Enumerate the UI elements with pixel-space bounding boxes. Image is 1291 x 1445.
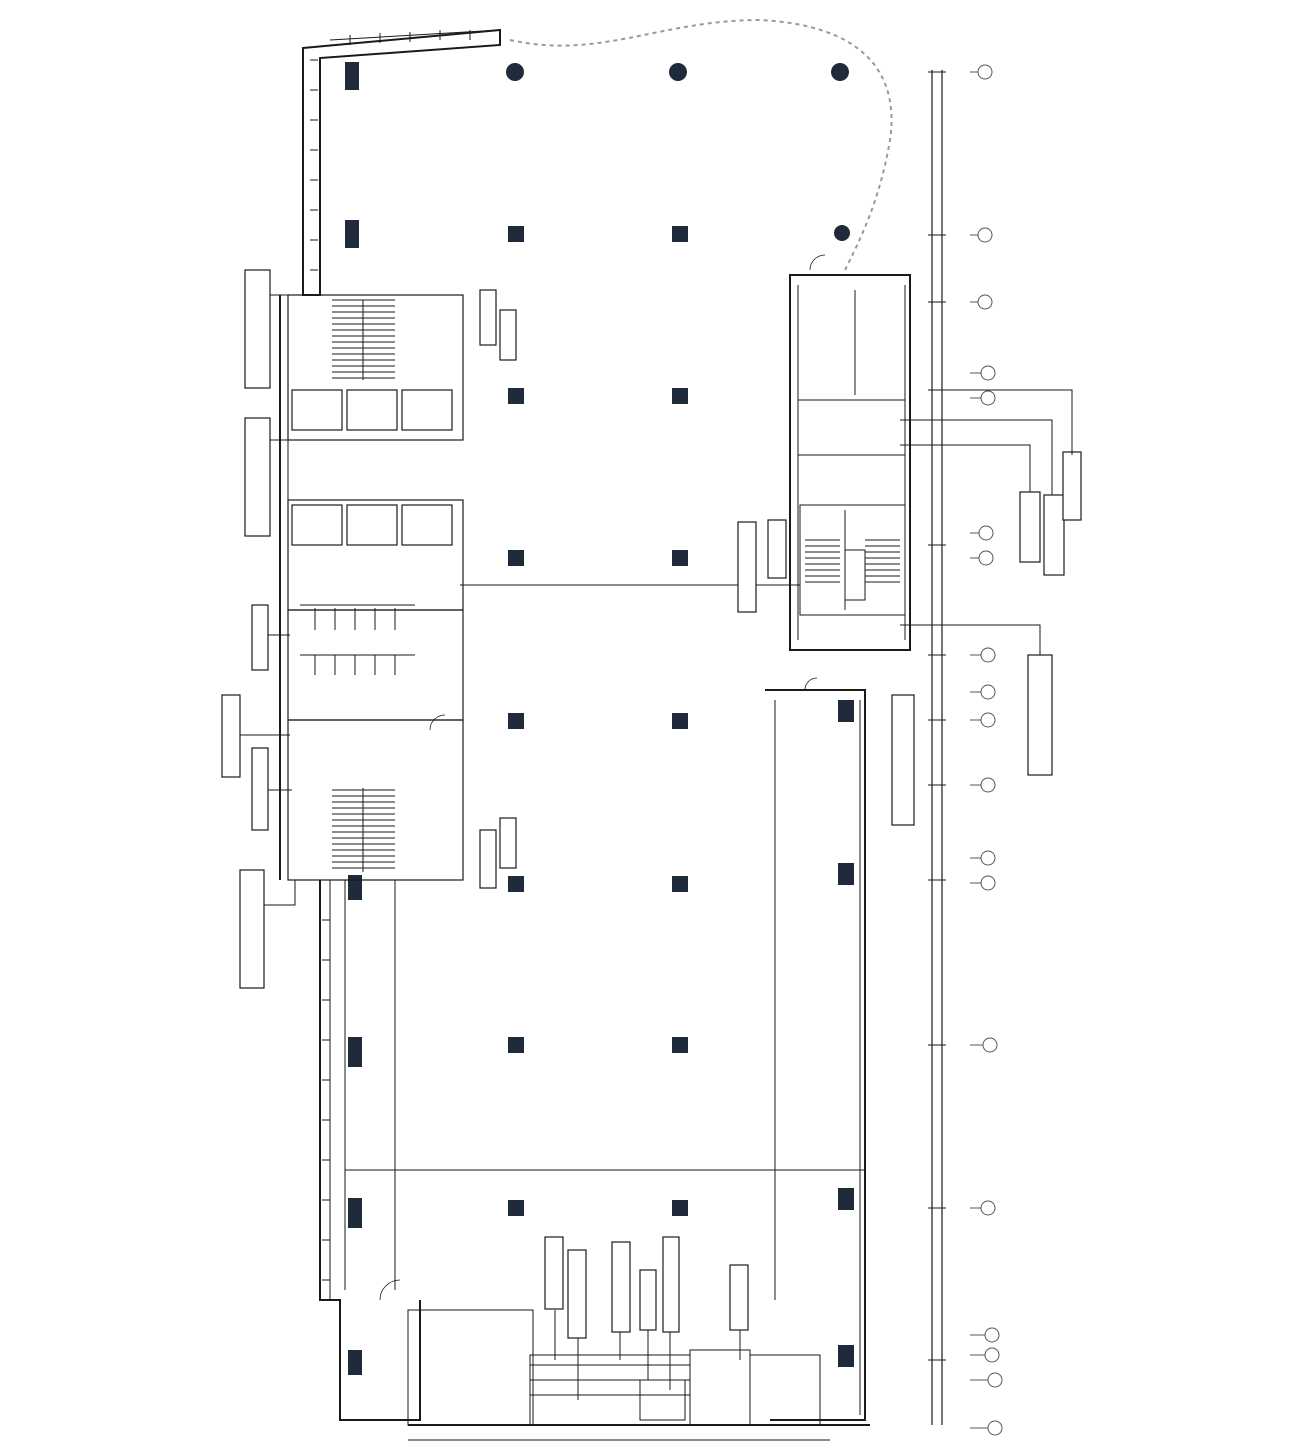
- column-square: [508, 1037, 524, 1053]
- callout-box: [737, 521, 757, 613]
- grid-bubble: [982, 1037, 998, 1053]
- grid-bubble: [980, 365, 996, 381]
- structural-columns: [345, 62, 854, 1375]
- grid-bubble: [987, 1420, 1003, 1436]
- callout-box: [567, 1249, 587, 1339]
- bottom-core: [407, 1309, 821, 1426]
- door-swings: [379, 254, 826, 1301]
- grid-bubble: [977, 64, 993, 80]
- callout-box: [1062, 451, 1082, 521]
- grid-bubble: [984, 1347, 1000, 1363]
- column-square: [508, 713, 524, 729]
- callout-box: [767, 519, 787, 579]
- grid-bubble: [978, 550, 994, 566]
- curtain-ticks: [928, 71, 946, 1361]
- callout-box: [1043, 494, 1065, 576]
- grid-bubble: [984, 1327, 1000, 1343]
- callout-box: [639, 1269, 657, 1331]
- column-square: [672, 388, 688, 404]
- callout-box: [251, 604, 269, 671]
- column-square: [838, 700, 854, 722]
- grid-bubble: [980, 1200, 996, 1216]
- column-square: [508, 226, 524, 242]
- stair-treads-upper-left: [332, 299, 395, 380]
- column-square: [672, 876, 688, 892]
- grid-bubble: [980, 712, 996, 728]
- callout-box: [1027, 654, 1053, 776]
- callout-box: [662, 1236, 680, 1333]
- stair-treads-lower-left: [332, 788, 395, 872]
- column-square: [508, 1200, 524, 1216]
- grid-line-markers: [970, 64, 1003, 1436]
- callout-box: [244, 269, 271, 389]
- column-square: [348, 1198, 362, 1228]
- column-round: [669, 63, 687, 81]
- grid-bubble: [977, 227, 993, 243]
- callout-box: [544, 1236, 564, 1310]
- grid-bubble: [980, 850, 996, 866]
- right-core: [798, 290, 906, 616]
- column-square: [508, 876, 524, 892]
- column-square: [348, 875, 362, 900]
- callout-box: [499, 309, 517, 361]
- column-square: [838, 1188, 854, 1210]
- callout-box: [239, 869, 265, 989]
- grid-bubble: [980, 390, 996, 406]
- column-square: [672, 1200, 688, 1216]
- callout-box: [244, 417, 271, 537]
- grid-bubble: [977, 294, 993, 310]
- grid-bubble: [980, 647, 996, 663]
- grid-bubble: [980, 684, 996, 700]
- grid-bubble: [980, 875, 996, 891]
- column-square: [508, 388, 524, 404]
- column-square: [838, 863, 854, 885]
- lower-wing-mullions: [322, 919, 330, 1281]
- column-square: [672, 550, 688, 566]
- callout-box: [251, 747, 269, 831]
- left-core: [287, 294, 464, 881]
- column-square: [348, 1350, 362, 1375]
- callout-box: [1019, 491, 1041, 563]
- callout-leaders: [240, 294, 1073, 1400]
- toilet-cubicles: [300, 604, 415, 675]
- callout-box: [499, 817, 517, 869]
- column-square: [838, 1345, 854, 1367]
- grid-bubble: [978, 525, 994, 541]
- column-square: [672, 713, 688, 729]
- column-square: [508, 550, 524, 566]
- column-square: [672, 226, 688, 242]
- column-square: [672, 1037, 688, 1053]
- column-square: [348, 1037, 362, 1067]
- column-round: [834, 225, 850, 241]
- callout-box: [611, 1241, 631, 1333]
- column-square: [345, 62, 359, 90]
- curved-facade-dashed: [509, 18, 893, 271]
- column-round: [506, 63, 524, 81]
- column-square: [345, 220, 359, 248]
- callout-box: [729, 1264, 749, 1331]
- grid-bubble: [987, 1372, 1003, 1388]
- grid-bubble: [980, 777, 996, 793]
- column-round: [831, 63, 849, 81]
- top-wing-mullions: [310, 30, 471, 271]
- callout-box: [479, 829, 497, 889]
- callout-box: [479, 289, 497, 346]
- callout-box: [221, 694, 241, 778]
- callout-boxes: [221, 269, 1082, 1339]
- callout-box: [891, 694, 915, 826]
- building-outline: [279, 28, 943, 1441]
